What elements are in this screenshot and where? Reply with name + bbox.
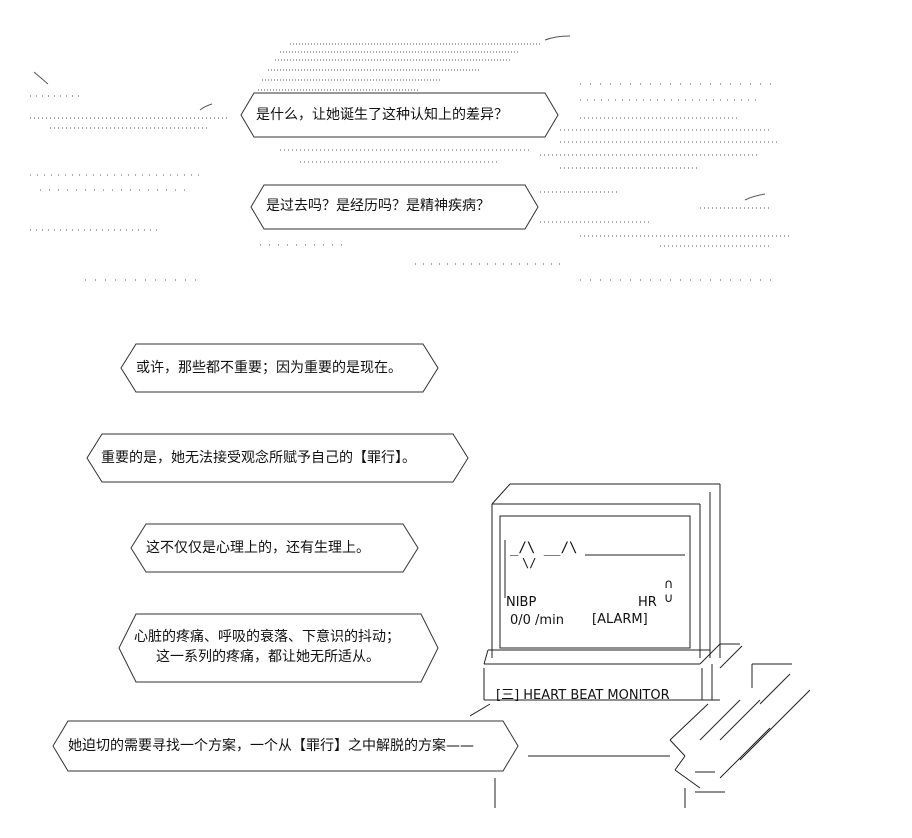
- speech-bubble-5-frame: [130, 523, 419, 573]
- speech-bubble-4-frame: [86, 433, 469, 483]
- speech-bubble-4-text: 重要的是，她无法接受观念所赋予自己的【罪行】。: [101, 450, 416, 466]
- speech-bubble-5-text: 这不仅仅是心理上的，还有生理上。: [146, 540, 370, 556]
- ecg-wave-dip: \/: [522, 556, 537, 570]
- nibp-label: NIBP: [506, 595, 537, 610]
- hr-label: HR: [638, 595, 657, 610]
- heart-beat-monitor-drawing: [470, 483, 810, 808]
- speech-bubble-6-line-1: 心脏的疼痛、呼吸的衰落、下意识的抖动；: [134, 629, 400, 645]
- alarm-label: [ALARM]: [592, 612, 648, 627]
- reading-value: 0/0 /min: [510, 613, 564, 628]
- speech-bubble-1-text: 是什么，让她诞生了这种认知上的差异？: [256, 107, 508, 123]
- speech-bubble-3-frame: [120, 343, 439, 393]
- monitor-caption: [三] HEART BEAT MONITOR: [496, 688, 670, 703]
- ascii-art-background: [30, 35, 790, 281]
- speech-bubble-3-text: 或许，那些都不重要；因为重要的是现在。: [136, 360, 402, 376]
- speech-bubble-7-text: 她迫切的需要寻找一个方案，一个从【罪行】之中解脱的方案——: [68, 738, 474, 754]
- ecg-wave: _/\ __/\: [510, 540, 578, 556]
- speech-bubble-2-frame: [250, 184, 539, 230]
- speech-bubble-6-line-2: 这一系列的疼痛，都让她无所适从。: [156, 649, 380, 665]
- heart-icon: ∩ ∪: [664, 577, 674, 606]
- speech-bubble-7-frame: [52, 720, 519, 772]
- speech-bubble-6-frame: [118, 613, 439, 683]
- speech-bubble-2-text: 是过去吗？是经历吗？是精神疾病？: [266, 198, 490, 214]
- speech-bubble-1-frame: [240, 92, 559, 138]
